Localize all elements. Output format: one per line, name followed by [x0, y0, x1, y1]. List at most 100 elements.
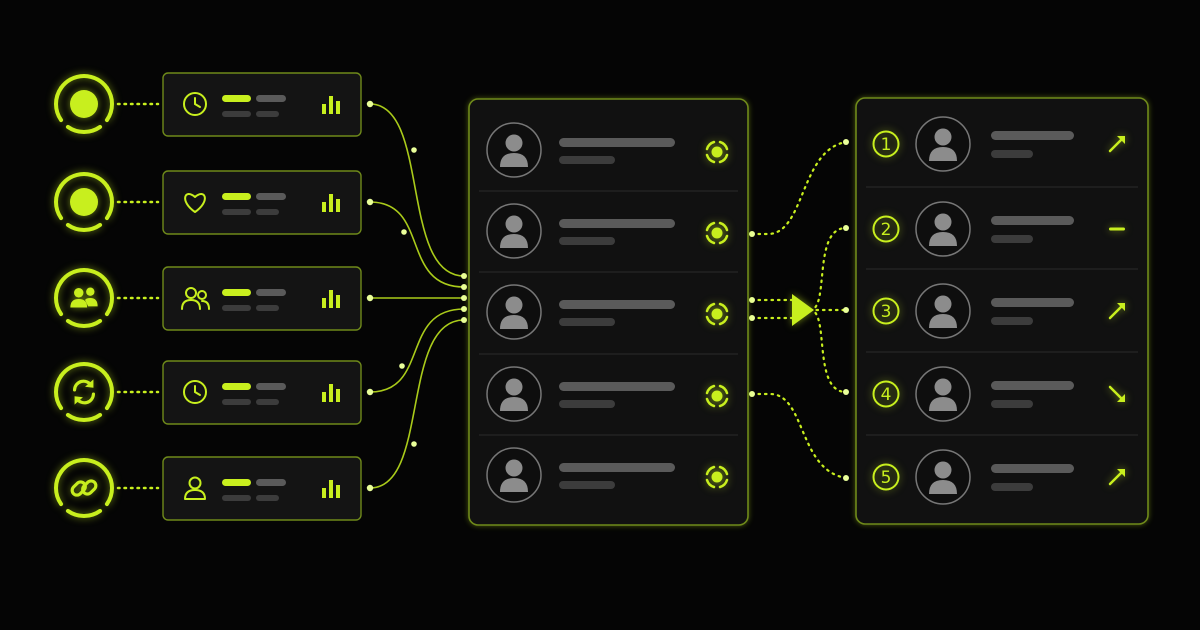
placeholder-bar — [991, 235, 1033, 243]
user-avatar-icon — [915, 283, 971, 339]
trend-indicator — [1108, 136, 1125, 153]
placeholder-bar — [559, 481, 615, 489]
placeholder-bar — [559, 138, 675, 147]
heart-icon — [184, 193, 206, 213]
trend-indicator — [1108, 303, 1125, 320]
output-dotted-link — [808, 308, 848, 394]
list-row — [479, 434, 738, 503]
placeholder-bar — [222, 479, 251, 486]
input-curve — [369, 103, 465, 277]
source-column — [54, 72, 362, 521]
placeholder-bar — [222, 111, 251, 117]
placeholder-bar — [991, 150, 1033, 158]
placeholder-bar — [991, 381, 1074, 390]
dot-icon — [70, 90, 98, 118]
rank-number: 3 — [881, 302, 892, 322]
rank-badge: 1 — [872, 130, 900, 158]
node-dot — [366, 100, 374, 108]
source-card — [162, 170, 362, 235]
target-icon — [705, 384, 729, 408]
placeholder-bar — [222, 193, 251, 200]
users-icon — [70, 287, 98, 308]
output-dotted-link — [808, 226, 848, 312]
placeholder-bar — [222, 289, 251, 296]
dot-icon — [70, 188, 98, 216]
status-indicator — [705, 465, 729, 489]
user-avatar-icon — [915, 449, 971, 505]
status-indicator — [705, 384, 729, 408]
node-dot — [461, 273, 467, 279]
source-card — [162, 72, 362, 137]
placeholder-bar — [256, 479, 286, 486]
ranking-panel: 1 2 3 4 5 — [855, 97, 1149, 525]
source-ring — [54, 172, 114, 232]
rank-number: 2 — [881, 220, 892, 240]
placeholder-bar — [559, 156, 615, 164]
status-indicator — [705, 302, 729, 326]
ranking-row: 1 — [872, 116, 1125, 172]
target-icon — [705, 302, 729, 326]
node-dot — [461, 306, 467, 312]
placeholder-bar — [222, 399, 251, 405]
placeholder-bar — [256, 383, 286, 390]
list-row — [479, 271, 738, 340]
node-dot — [749, 297, 755, 303]
list-row — [479, 190, 738, 259]
node-dot — [461, 295, 467, 301]
source-card — [162, 360, 362, 425]
node-dot — [843, 139, 849, 145]
placeholder-bar — [256, 495, 279, 501]
placeholder-bar — [256, 399, 279, 405]
placeholder-bar — [222, 383, 251, 390]
placeholder-bar — [559, 219, 675, 228]
placeholder-bar — [256, 95, 286, 102]
node-dot — [749, 315, 755, 321]
trend-indicator — [1109, 227, 1125, 231]
node-dot — [366, 484, 374, 492]
user-avatar-icon — [486, 122, 542, 178]
middle-list-panel — [468, 98, 749, 526]
placeholder-bar — [991, 298, 1074, 307]
node-dot — [843, 307, 849, 313]
placeholder-bar — [256, 209, 279, 215]
node-dot — [749, 391, 755, 397]
node-dot — [399, 363, 405, 369]
node-dot — [401, 229, 407, 235]
ranking-panel-frame — [855, 97, 1149, 525]
link-icon — [70, 479, 98, 497]
node-dot — [843, 475, 849, 481]
list-row — [486, 122, 729, 178]
bar-chart-icon — [322, 290, 340, 308]
rank-number: 4 — [881, 385, 892, 405]
node-dot — [843, 389, 849, 395]
user-avatar-icon — [915, 366, 971, 422]
node-dot — [461, 317, 467, 323]
source-ring — [54, 268, 114, 328]
target-icon — [705, 140, 729, 164]
placeholder-bar — [991, 216, 1074, 225]
users-outline-icon — [181, 287, 210, 310]
node-dot — [411, 147, 417, 153]
node-dot — [366, 294, 374, 302]
node-dot — [461, 284, 467, 290]
arrow-down-right-icon — [1108, 385, 1125, 402]
ranking-row: 5 — [866, 434, 1138, 505]
status-indicator — [705, 140, 729, 164]
placeholder-bar — [991, 483, 1033, 491]
bar-chart-icon — [322, 96, 340, 114]
rank-badge: 3 — [872, 297, 900, 325]
user-avatar-icon — [486, 447, 542, 503]
output-dotted-link — [750, 140, 848, 236]
bar-chart-icon — [322, 384, 340, 402]
user-avatar-icon — [915, 201, 971, 257]
placeholder-bar — [222, 305, 251, 311]
play-triangle-icon — [792, 294, 814, 326]
user-avatar-icon — [915, 116, 971, 172]
target-icon — [705, 465, 729, 489]
rank-badge: 4 — [872, 380, 900, 408]
bar-chart-icon — [322, 480, 340, 498]
clock-icon — [183, 380, 207, 404]
user-outline-icon — [184, 476, 206, 500]
placeholder-bar — [222, 95, 251, 102]
